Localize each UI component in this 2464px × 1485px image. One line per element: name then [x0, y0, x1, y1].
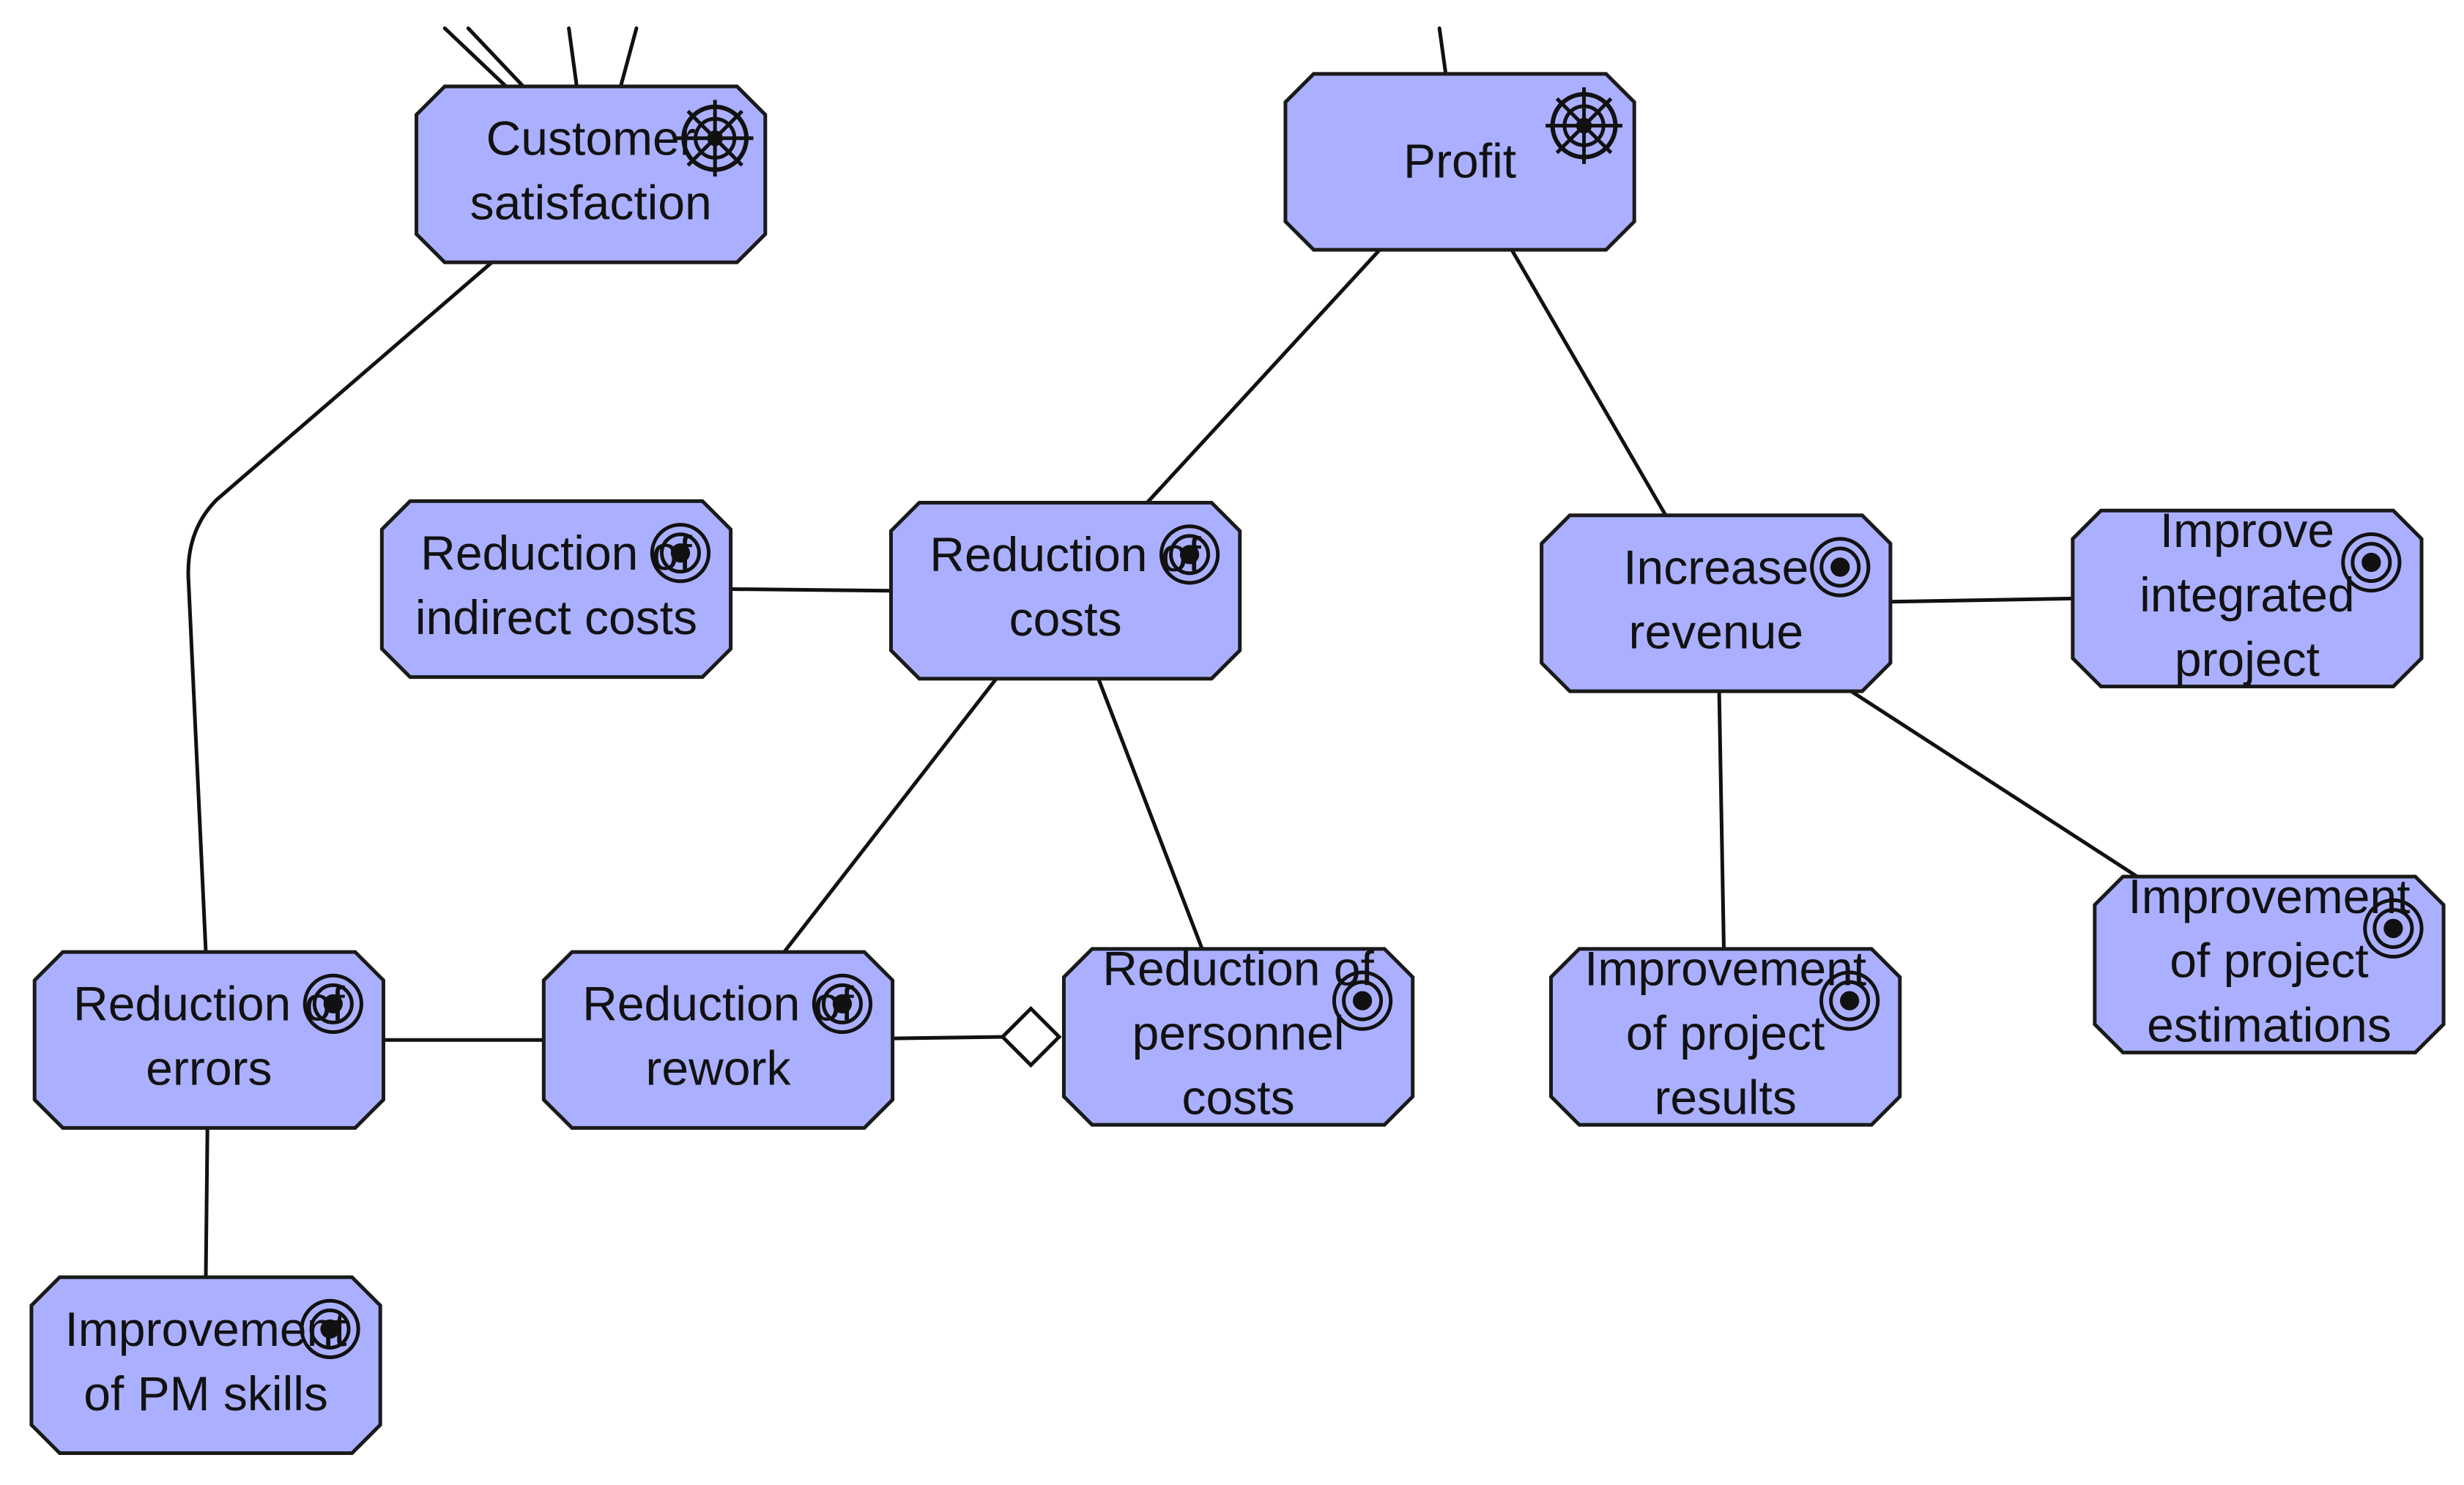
incoming-edge-stub — [567, 26, 579, 89]
node-label-line: of project — [2170, 934, 2368, 988]
node-label-line: personnel — [1132, 1005, 1345, 1060]
goal-target-icon — [650, 523, 711, 584]
incoming-edge-stub — [442, 26, 508, 89]
edge-increase-revenue-to-improvement-of-project-results — [1717, 689, 1726, 951]
node-box — [1283, 72, 1636, 252]
node-label-line: satisfaction — [470, 176, 712, 230]
incoming-edge-stub — [466, 26, 525, 89]
edge-increase-revenue-to-improve-integrated-project — [1888, 596, 2075, 604]
incoming-edge-stub — [1437, 26, 1448, 76]
edge-reduction-of-costs-to-reduction-of-personnel-costs — [1096, 677, 1204, 951]
goal-target-icon — [300, 1298, 360, 1360]
node-label-line: errors — [146, 1041, 272, 1095]
node-label-line: results — [1654, 1070, 1796, 1124]
node-box — [29, 1275, 382, 1456]
node-box — [32, 950, 385, 1130]
node-box — [2071, 508, 2424, 689]
incoming-edge-stub — [618, 26, 639, 89]
node-label-line: Improve — [2160, 503, 2334, 557]
node-label-line: project — [2175, 632, 2320, 686]
node-label-line: revenue — [1629, 604, 1804, 658]
node-label-line: Reduction of — [1102, 941, 1374, 995]
goal-target-icon — [1159, 524, 1220, 585]
edge-profit-to-increase-revenue — [1510, 248, 1668, 518]
edge-customer-satisfaction-to-reduction-of-errors — [186, 260, 494, 954]
edge-reduction-of-indirect-costs-to-reduction-of-costs — [729, 587, 893, 593]
edges-layer — [186, 26, 2140, 1279]
node-improvement-of-project-results[interactable]: Improvement of project results — [1549, 941, 1902, 1127]
goal-target-icon — [303, 973, 363, 1035]
node-box — [379, 499, 733, 680]
node-label-line: Reduction of — [929, 527, 1201, 581]
edge-reduction-of-rework-to-reduction-of-personnel-costs — [891, 1035, 1008, 1041]
node-label-line: rework — [645, 1041, 791, 1095]
node-customer-satisfaction[interactable]: Customer satisfaction — [415, 84, 768, 264]
node-label-line: Profit — [1403, 134, 1516, 188]
node-label-line: Reduction of — [73, 977, 345, 1031]
node-box — [1061, 947, 1415, 1127]
goal-target-icon — [1819, 970, 1880, 1031]
node-box — [2093, 874, 2446, 1054]
node-box — [1540, 513, 1893, 693]
goal-target-icon — [812, 973, 873, 1035]
edge-reduction-of-costs-to-reduction-of-rework — [782, 677, 998, 954]
node-box — [1549, 947, 1902, 1127]
edge-reduction-of-errors-to-improvement-of-pm-skills — [204, 1125, 209, 1279]
node-label-line: costs — [1182, 1070, 1295, 1124]
goal-target-icon — [1332, 970, 1393, 1031]
steering-wheel-icon — [1545, 87, 1622, 164]
node-label-line: costs — [1009, 592, 1122, 646]
node-box — [541, 950, 895, 1130]
edge-profit-to-reduction-of-costs — [1145, 248, 1382, 505]
node-increase-revenue[interactable]: Increase revenue — [1540, 513, 1893, 693]
node-reduction-of-errors[interactable]: Reduction of errors — [32, 950, 385, 1130]
node-label-line: of project — [1626, 1005, 1825, 1060]
goal-target-icon — [2363, 898, 2424, 959]
node-profit[interactable]: Profit — [1283, 72, 1636, 252]
node-improvement-of-project-estimations[interactable]: Improvement of project estimations — [2093, 869, 2446, 1054]
node-reduction-of-rework[interactable]: Reduction of rework — [541, 950, 895, 1130]
node-label-line: Improvement — [64, 1302, 346, 1356]
edge-increase-revenue-to-improvement-of-project-estimations — [1849, 689, 2140, 879]
aggregation-diamond-marker — [1000, 1005, 1062, 1068]
node-label-line: indirect costs — [415, 590, 697, 644]
node-reduction-of-costs[interactable]: Reduction of costs — [888, 501, 1242, 681]
steering-wheel-icon — [676, 100, 754, 177]
node-improvement-of-pm-skills[interactable]: Improvement of PM skills — [29, 1275, 382, 1456]
node-label-line: integrated — [2140, 567, 2355, 622]
node-label-line: Increase — [1623, 540, 1808, 594]
node-label-line: estimations — [2147, 998, 2391, 1052]
goal-target-icon — [2341, 532, 2402, 593]
node-label-line: Customer — [486, 111, 696, 165]
node-label-line: Improvement — [2128, 869, 2410, 923]
goal-target-icon — [1810, 537, 1871, 598]
node-reduction-of-personnel-costs[interactable]: Reduction of personnel costs — [1061, 941, 1415, 1127]
node-label-line: Reduction of — [420, 526, 692, 580]
node-label-line: Reduction of — [582, 977, 854, 1031]
node-box — [415, 84, 768, 264]
node-reduction-of-indirect-costs[interactable]: Reduction of indirect costs — [379, 499, 733, 680]
node-improve-integrated-project[interactable]: Improve integrated project — [2071, 503, 2424, 689]
node-box — [888, 501, 1242, 681]
node-label-line: Improvement — [1584, 941, 1866, 995]
node-label-line: of PM skills — [84, 1366, 328, 1421]
